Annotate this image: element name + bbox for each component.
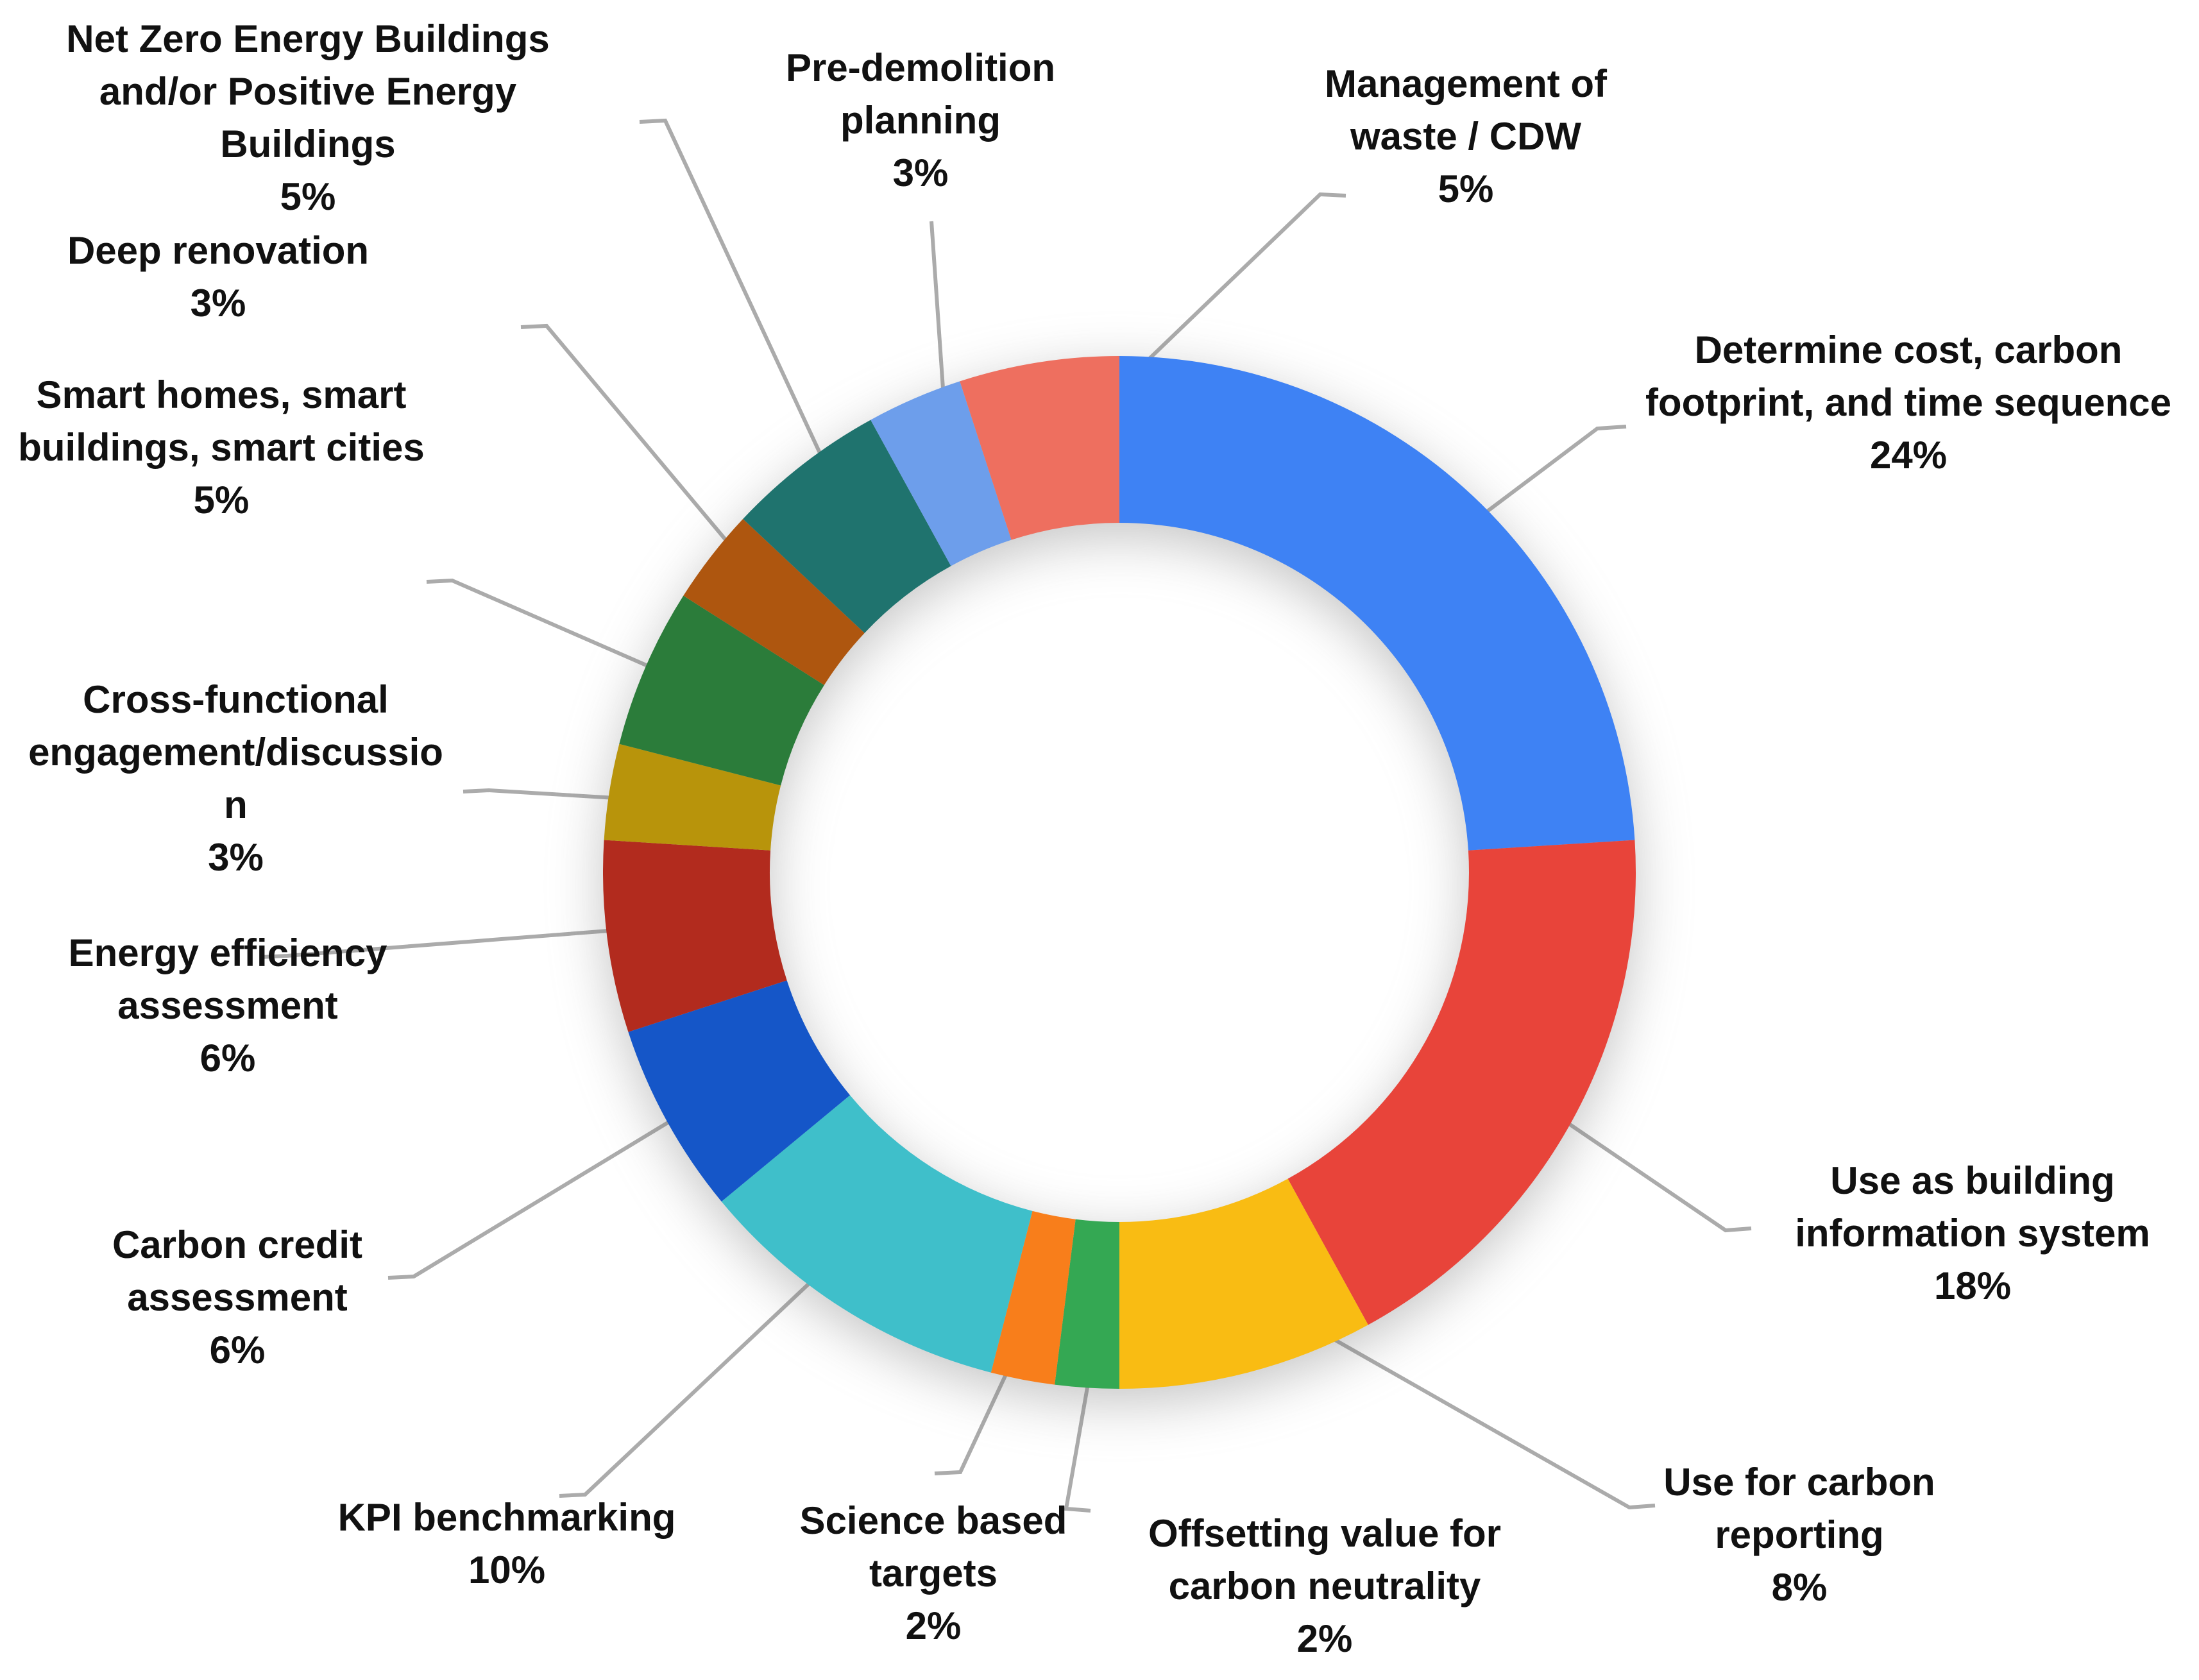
segment-label-carbon-credit: Carbon credit assessment 6% (77, 1219, 398, 1377)
donut-segment-4 (990, 1210, 1076, 1385)
segment-label-waste-cdw: Management of waste / CDW 5% (1296, 58, 1636, 216)
segment-label-science-based-targets: Science based targets 2% (779, 1495, 1087, 1652)
segment-pct-text: 6% (200, 1037, 256, 1080)
donut-segment-5 (721, 1095, 1033, 1373)
segment-label-text: KPI benchmarking (337, 1496, 676, 1539)
segment-pct-text: 10% (468, 1548, 546, 1591)
leader-line (520, 323, 786, 611)
segment-label-energy-efficiency: Energy efficiency assessment 6% (29, 927, 427, 1085)
leader-line (1500, 1076, 1752, 1233)
segment-label-text: Pre-demolition planning (785, 46, 1056, 142)
leader-line (426, 578, 731, 704)
segment-pct-text: 24% (1869, 434, 1948, 477)
segment-pct-text: 3% (208, 836, 264, 879)
donut-segment-10 (683, 518, 865, 685)
segment-pct-text: 5% (1438, 167, 1494, 210)
segment-label-text: Use as building information system (1795, 1159, 2150, 1255)
donut-segment-13 (960, 356, 1119, 540)
segment-label-text: Net Zero Energy Buildings and/or Positiv… (66, 17, 550, 165)
segment-label-kpi-benchmarking: KPI benchmarking 10% (295, 1491, 718, 1597)
donut-segment-6 (628, 980, 851, 1202)
segment-label-text: Use for carbon reporting (1663, 1461, 1935, 1556)
segment-pct-text: 5% (193, 479, 250, 522)
donut-segment-1 (1287, 840, 1636, 1325)
segment-pct-text: 18% (1933, 1264, 2012, 1307)
segment-pct-text: 2% (905, 1604, 962, 1647)
segment-label-smart-homes: Smart homes, smart buildings, smart citi… (16, 369, 427, 527)
leader-line (1234, 1281, 1656, 1510)
donut-segment-2 (1119, 1178, 1368, 1389)
leader-line (559, 1252, 842, 1498)
segment-pct-text: 5% (280, 175, 336, 218)
segment-label-text: Determine cost, carbon footprint, and ti… (1645, 328, 2172, 424)
segment-pct-text: 2% (1296, 1617, 1353, 1660)
segment-pct-text: 3% (892, 151, 949, 194)
segment-label-building-info-system: Use as building information system 18% (1742, 1155, 2199, 1312)
donut-segment-0 (1119, 356, 1635, 851)
segment-label-pre-demolition: Pre-demolition planning 3% (757, 42, 1084, 199)
segment-pct-text: 8% (1771, 1566, 1828, 1609)
donut-segment-8 (604, 743, 781, 851)
segment-label-determine-cost: Determine cost, carbon footprint, and ti… (1633, 324, 2184, 482)
segment-label-text: Science based targets (799, 1499, 1067, 1595)
segment-label-carbon-reporting: Use for carbon reporting 8% (1620, 1456, 1979, 1614)
segment-label-text: Offsetting value for carbon neutrality (1148, 1512, 1502, 1608)
segment-label-cross-functional: Cross-functional engagement/discussion 3… (26, 674, 446, 884)
segment-label-deep-renovation: Deep renovation 3% (48, 225, 388, 330)
leader-line (639, 118, 860, 537)
segment-label-text: Carbon credit assessment (112, 1223, 363, 1319)
segment-label-text: Energy efficiency assessment (68, 931, 387, 1027)
donut-segment-3 (1055, 1219, 1119, 1389)
segment-pct-text: 6% (209, 1328, 266, 1371)
segment-label-net-zero-buildings: Net Zero Energy Buildings and/or Positiv… (26, 13, 590, 223)
segment-label-text: Smart homes, smart buildings, smart citi… (18, 373, 425, 469)
donut-segment-9 (619, 595, 824, 786)
segment-pct-text: 3% (190, 282, 246, 325)
segment-label-offsetting-value: Offsetting value for carbon neutrality 2… (1081, 1507, 1568, 1665)
donut-segment-12 (870, 381, 1012, 566)
donut-segment-11 (743, 420, 951, 633)
leader-line (387, 1073, 749, 1280)
segment-label-text: Cross-functional engagement/discussion (28, 678, 443, 826)
donut-segment-7 (603, 840, 787, 1032)
leader-line (261, 922, 700, 959)
segment-label-text: Deep renovation (67, 229, 369, 272)
segment-label-text: Management of waste / CDW (1324, 62, 1608, 158)
